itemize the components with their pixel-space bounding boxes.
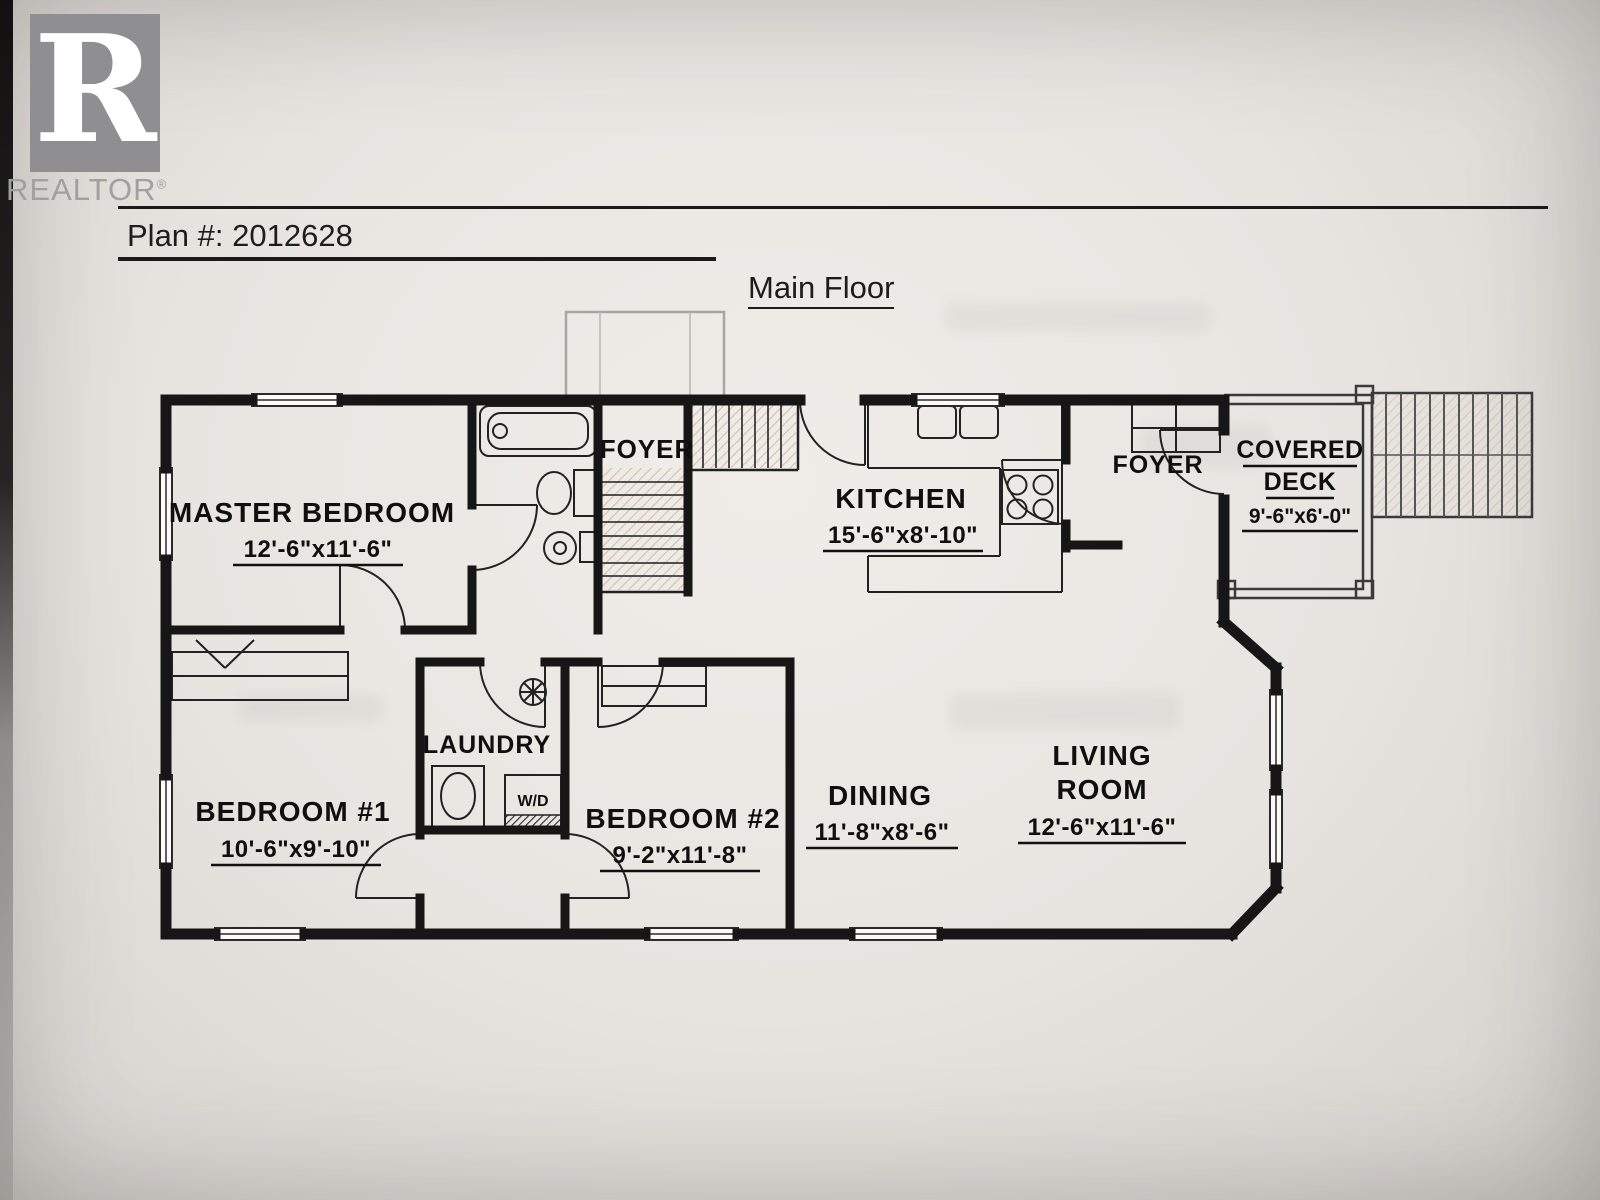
interior-stairs-up xyxy=(690,402,796,468)
room-label-bedroom-1: BEDROOM #1 10'-6"x9'-10" xyxy=(195,796,390,867)
svg-text:9'-2"x11'-8": 9'-2"x11'-8" xyxy=(613,842,748,869)
bedroom2-door xyxy=(564,833,630,899)
washer-dryer-label: W/D xyxy=(517,793,548,810)
room-label-covered-deck: COVERED DECK 9'-6"x6'-0" xyxy=(1236,436,1363,533)
svg-text:KITCHEN: KITCHEN xyxy=(835,483,966,514)
window-icon xyxy=(849,927,943,941)
exterior-walls xyxy=(160,394,1284,942)
svg-text:LAUNDRY: LAUNDRY xyxy=(423,731,551,759)
svg-text:15'-6"x8'-10": 15'-6"x8'-10" xyxy=(828,522,978,549)
svg-text:12'-6"x11'-6": 12'-6"x11'-6" xyxy=(244,536,393,563)
window-icon xyxy=(1269,689,1283,771)
bleedthrough-ghost xyxy=(950,693,1180,729)
window-icon xyxy=(911,393,1005,407)
window-icon xyxy=(644,927,739,941)
registered-mark: ® xyxy=(156,176,168,192)
window-icon xyxy=(1269,789,1283,869)
window-icon xyxy=(159,774,173,869)
stair-rails xyxy=(598,400,800,594)
realtor-logo-r-icon: R xyxy=(33,2,157,176)
front-door xyxy=(799,399,866,466)
room-label-living-room: LIVING ROOM 12'-6"x11'-6" xyxy=(1018,740,1186,845)
kitchen-sink-icon xyxy=(917,405,999,439)
room-label-foyer-right: FOYER xyxy=(1112,451,1203,479)
deck-door xyxy=(1159,429,1225,495)
room-label-bedroom-2: BEDROOM #2 9'-2"x11'-8" xyxy=(585,803,780,873)
svg-text:FOYER: FOYER xyxy=(1112,451,1203,479)
front-stoop xyxy=(564,310,726,400)
svg-text:COVERED: COVERED xyxy=(1236,436,1363,464)
bedroom2-hall-door xyxy=(597,661,664,728)
realtor-logo: R xyxy=(30,14,160,172)
floor-drain-icon xyxy=(519,678,547,706)
room-label-master-bedroom: MASTER BEDROOM 12'-6"x11'-6" xyxy=(169,497,455,567)
svg-text:ROOM: ROOM xyxy=(1056,774,1147,805)
bath-sink-icon xyxy=(543,531,599,565)
scan-edge-shadow xyxy=(0,0,13,1200)
svg-text:DECK: DECK xyxy=(1264,468,1337,496)
kitchen-door xyxy=(1001,459,1067,525)
bathtub-icon xyxy=(479,405,597,457)
svg-text:9'-6"x6'-0": 9'-6"x6'-0" xyxy=(1249,505,1351,528)
deck-post-icon xyxy=(1354,579,1375,600)
room-label-kitchen: KITCHEN 15'-6"x8'-10" xyxy=(823,483,983,553)
bathroom-door xyxy=(471,504,538,571)
laundry-door xyxy=(479,661,546,728)
svg-text:BEDROOM #2: BEDROOM #2 xyxy=(585,803,780,834)
room-labels: MASTER BEDROOM 12'-6"x11'-6" FOYER KITCH… xyxy=(169,434,1363,873)
stove-icon xyxy=(1001,469,1059,525)
window-icons xyxy=(159,393,1283,941)
kitchen-counter xyxy=(867,400,1063,593)
toilet-icon xyxy=(536,469,597,517)
page-title: Main Floor xyxy=(748,270,895,309)
svg-text:FOYER: FOYER xyxy=(600,434,695,464)
master-bedroom-door xyxy=(339,564,406,631)
svg-text:DINING: DINING xyxy=(828,780,932,811)
header-rule xyxy=(118,206,1548,209)
laundry-sink-icon xyxy=(431,765,485,829)
interior-stairs-down xyxy=(600,468,686,590)
foyer-closet xyxy=(1131,403,1221,453)
bleedthrough-ghost xyxy=(945,303,1210,331)
window-icon xyxy=(251,393,343,407)
interior-walls xyxy=(161,395,1123,939)
svg-text:10'-6"x9'-10": 10'-6"x9'-10" xyxy=(221,836,371,863)
svg-text:MASTER BEDROOM: MASTER BEDROOM xyxy=(169,497,455,528)
svg-text:11'-8"x8'-6": 11'-8"x8'-6" xyxy=(815,819,950,846)
window-icon xyxy=(214,927,306,941)
svg-text:LIVING: LIVING xyxy=(1052,740,1151,771)
svg-text:12'-6"x11'-6": 12'-6"x11'-6" xyxy=(1028,814,1177,841)
washer-dryer-icon: W/D xyxy=(504,774,562,831)
svg-text:BEDROOM #1: BEDROOM #1 xyxy=(195,796,390,827)
bedroom1-door xyxy=(355,833,421,899)
exterior-stairs xyxy=(1370,391,1534,519)
bedroom1-closet xyxy=(171,639,349,701)
plan-number-underline xyxy=(118,257,716,261)
realtor-wordmark: REALTOR® xyxy=(6,172,168,207)
room-label-foyer-left: FOYER xyxy=(600,434,695,464)
bedroom2-closet xyxy=(601,665,707,707)
plan-number-label: Plan #: 2012628 xyxy=(127,218,353,253)
room-label-laundry: LAUNDRY xyxy=(423,731,551,759)
room-label-dining: DINING 11'-8"x8'-6" xyxy=(806,780,958,850)
